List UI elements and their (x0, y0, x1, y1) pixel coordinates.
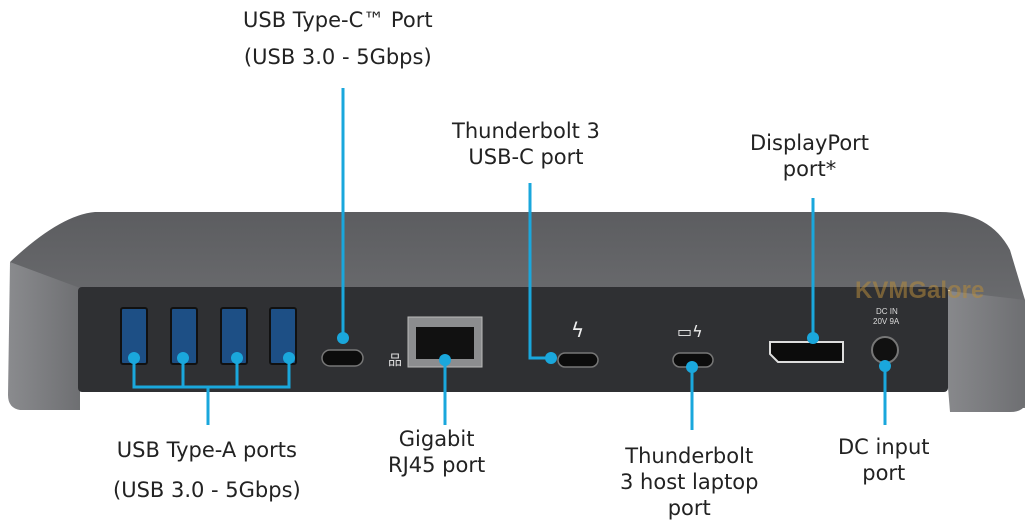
watermark: KVMGalore (855, 277, 984, 304)
dock-left-foot (8, 262, 80, 410)
displayport-port (769, 341, 844, 363)
dc-rating-marking: 20V 9A (873, 317, 900, 326)
usb-c-port (321, 349, 364, 367)
label-usb-a: USB Type-A ports (USB 3.0 - 5Gbps) (113, 438, 301, 502)
laptop-thunderbolt-icon: ▭ϟ (677, 322, 703, 341)
label-dc-input: DC input port (838, 435, 930, 485)
label-rj45: Gigabit RJ45 port (388, 427, 486, 477)
dc-in-marking: DC IN (876, 307, 898, 316)
usb-a-ports (120, 307, 297, 365)
thunderbolt-icon: ϟ (571, 318, 584, 342)
label-usb-c: USB Type-C™ Port (USB 3.0 - 5Gbps) (243, 8, 433, 69)
dock-top-surface (10, 212, 1025, 408)
network-icon: 品 (388, 352, 402, 368)
dc-jack (871, 336, 899, 364)
label-thunderbolt-host: Thunderbolt 3 host laptop port (620, 444, 759, 520)
dock-right-foot (940, 290, 1025, 412)
label-displayport: DisplayPort port* (750, 131, 870, 181)
label-thunderbolt: Thunderbolt 3 USB-C port (452, 119, 600, 169)
thunderbolt-port (557, 352, 599, 368)
callout-lines (132, 88, 887, 430)
callout-dots (128, 332, 891, 373)
